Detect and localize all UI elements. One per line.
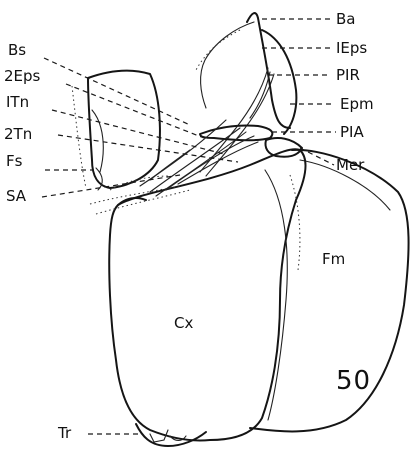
label-fm: Fm [322, 250, 345, 268]
label-pir: PIR [336, 66, 360, 84]
label-bs: Bs [8, 41, 26, 59]
label-ba: Ba [336, 10, 355, 28]
femur-shape [250, 150, 409, 432]
label-pia: PIA [340, 123, 364, 141]
label-ieps: IEps [336, 39, 367, 57]
label-cx: Cx [174, 314, 193, 332]
leader-lines [42, 19, 336, 434]
label-sa: SA [6, 187, 27, 205]
coxa-shape [109, 149, 305, 440]
label-2tn: 2Tn [4, 125, 32, 143]
label-2eps: 2Eps [4, 67, 41, 85]
label-mer: Mer [336, 156, 365, 174]
label-fs: Fs [6, 152, 23, 170]
figure-number: 50 [336, 366, 371, 396]
label-tr: Tr [57, 424, 72, 442]
label-epm: Epm [340, 95, 374, 113]
label-itn: ITn [6, 93, 29, 111]
